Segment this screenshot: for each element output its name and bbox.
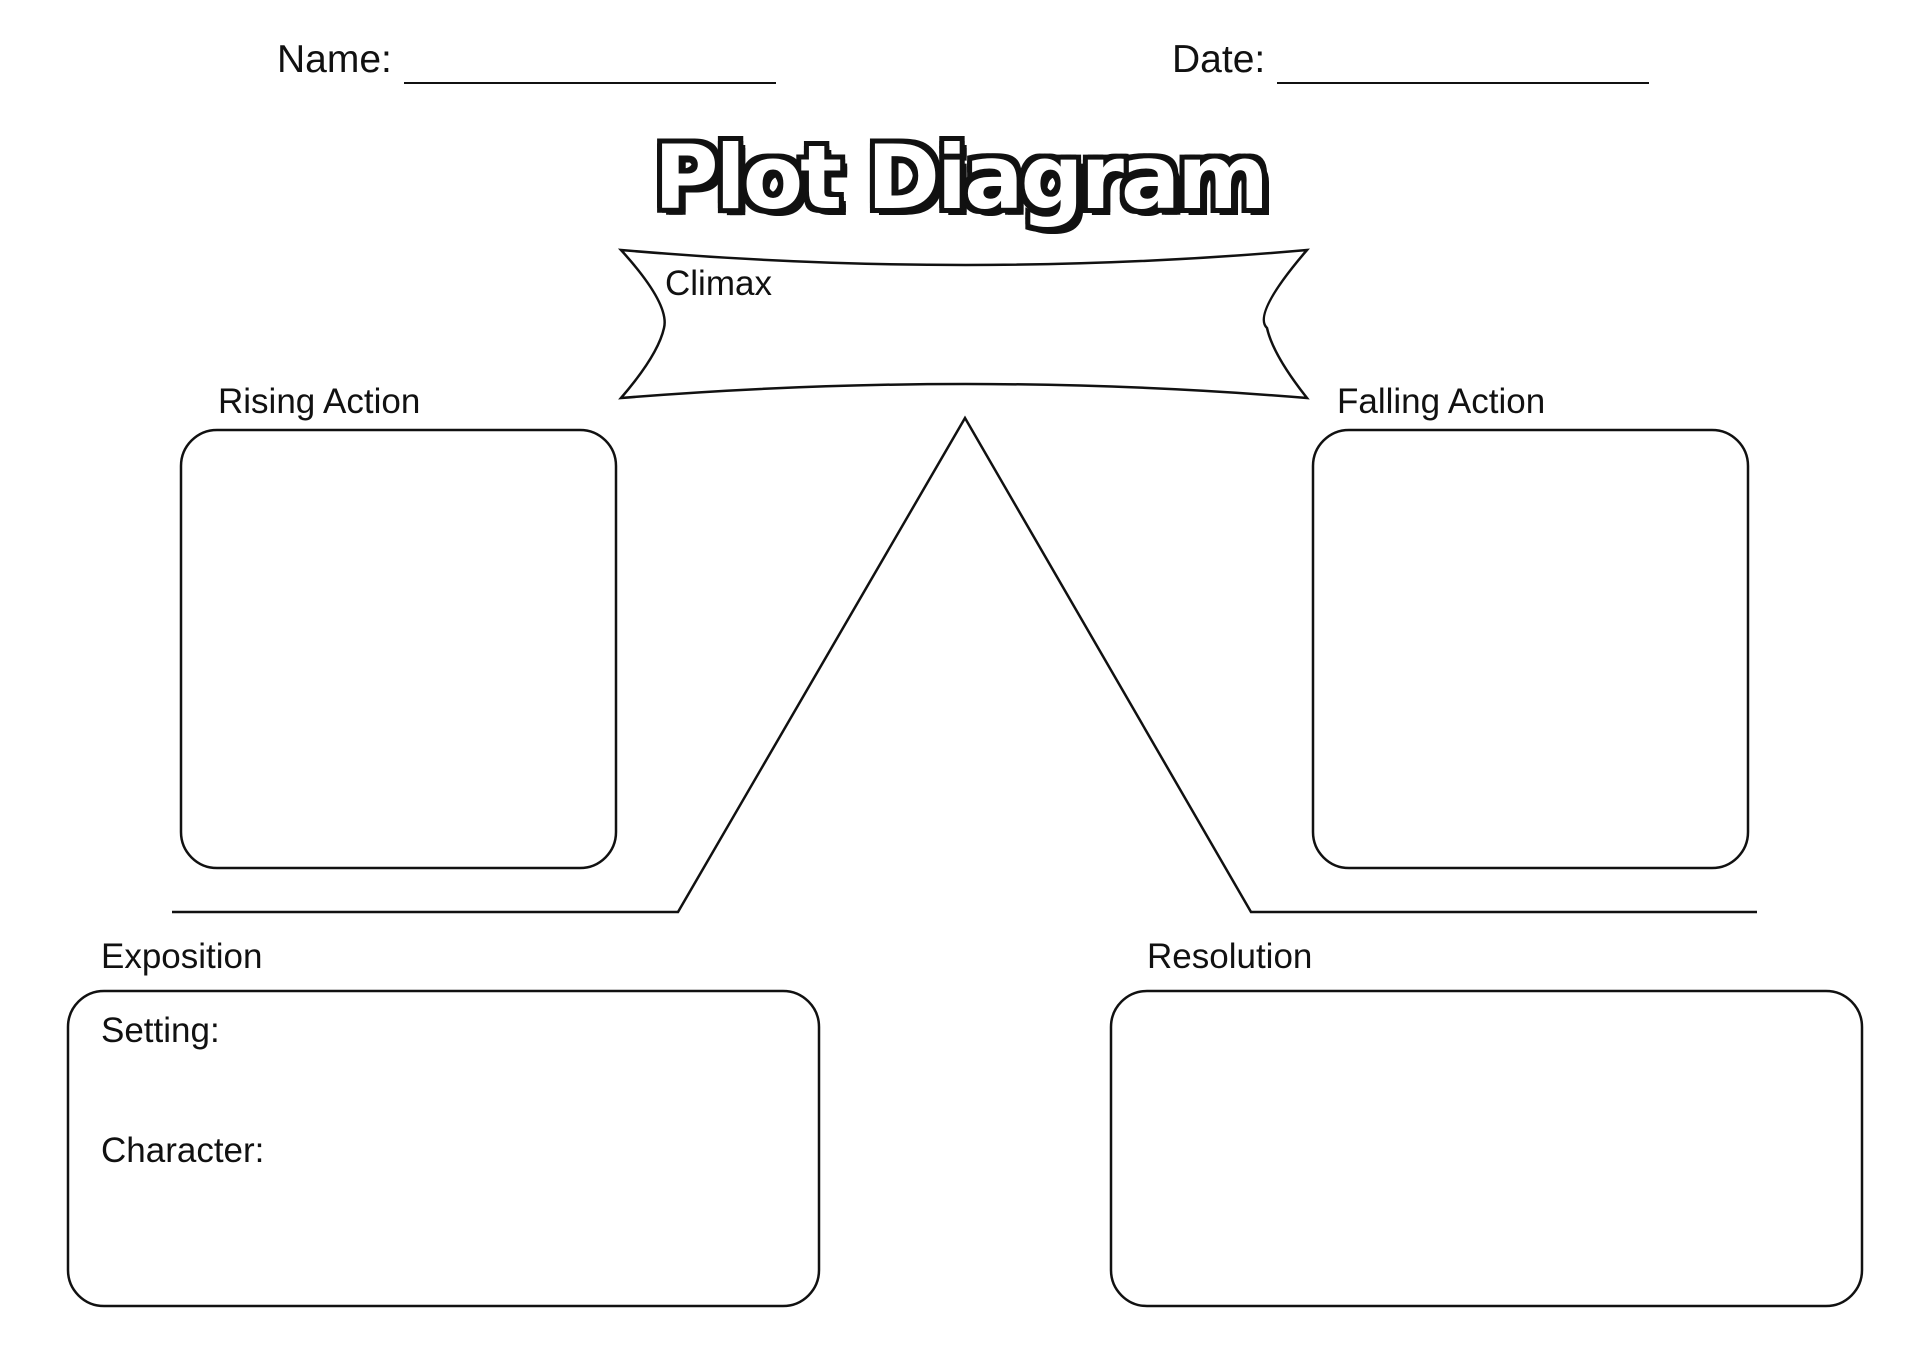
- page-title: Plot Diagram: [654, 126, 1269, 229]
- falling-action-label: Falling Action: [1337, 382, 1546, 421]
- name-input-line[interactable]: [403, 42, 776, 84]
- climax-label: Climax: [665, 264, 772, 303]
- name-label: Name:: [277, 38, 392, 81]
- rising-action-label: Rising Action: [218, 382, 421, 421]
- name-field: Name:: [277, 36, 776, 84]
- climax-banner[interactable]: [617, 248, 1310, 400]
- setting-label: Setting:: [101, 1011, 220, 1050]
- date-field: Date:: [1172, 36, 1650, 84]
- plot-arc-line: [172, 415, 1757, 914]
- exposition-label: Exposition: [101, 937, 263, 976]
- character-label: Character:: [101, 1131, 265, 1170]
- resolution-label: Resolution: [1147, 937, 1313, 976]
- date-label: Date:: [1172, 38, 1266, 81]
- falling-action-box[interactable]: [1311, 428, 1750, 870]
- rising-action-box[interactable]: [179, 428, 618, 870]
- exposition-box[interactable]: [66, 989, 821, 1308]
- resolution-box[interactable]: [1109, 989, 1864, 1308]
- date-input-line[interactable]: [1277, 42, 1650, 84]
